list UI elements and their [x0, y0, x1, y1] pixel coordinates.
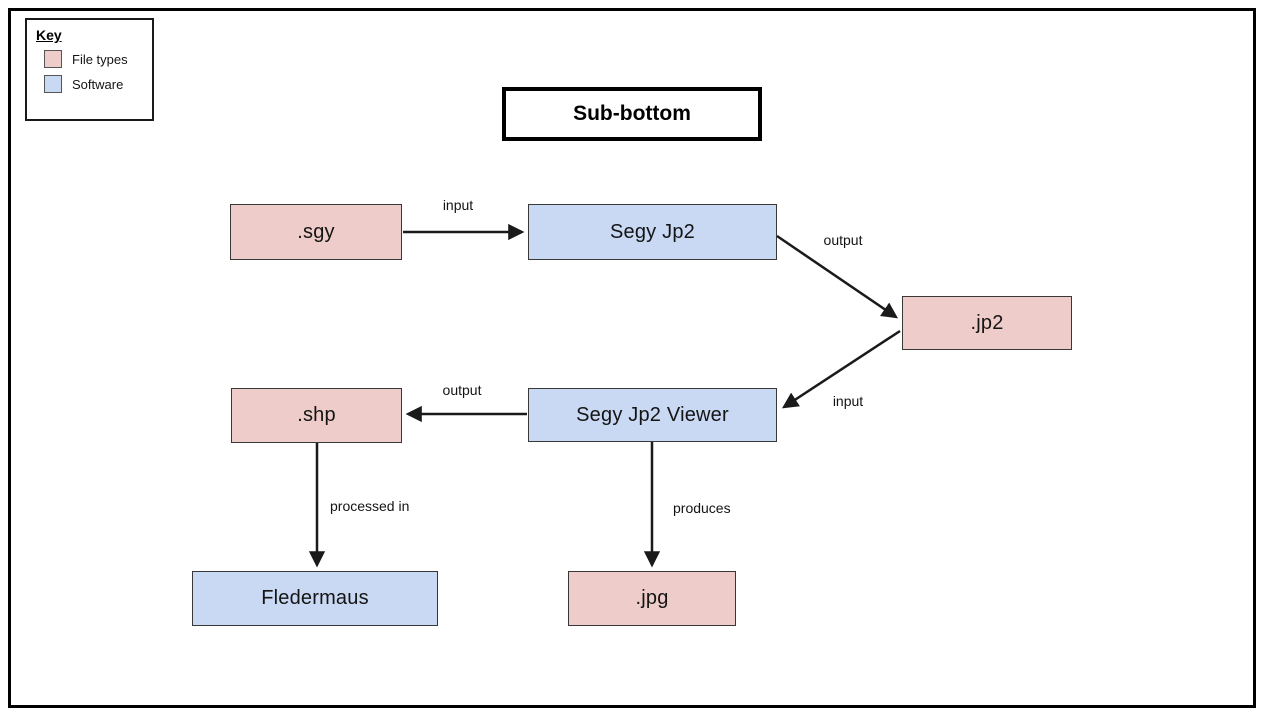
edge-label-processed-in: processed in	[330, 498, 410, 514]
edge-label-input: input	[832, 393, 864, 409]
file-types-swatch-icon	[44, 50, 62, 68]
diagram-border	[8, 8, 1256, 708]
node-jp2: .jp2	[902, 296, 1072, 350]
legend-item-software: Software	[44, 75, 152, 93]
node-segy-jp2-viewer: Segy Jp2 Viewer	[528, 388, 777, 442]
legend: Key File types Software	[25, 18, 154, 121]
node-jpg: .jpg	[568, 571, 736, 626]
diagram-title: Sub-bottom	[502, 87, 762, 141]
edge-label-output: output	[442, 382, 482, 398]
legend-item-label: Software	[72, 76, 124, 92]
node-segy-jp2: Segy Jp2	[528, 204, 777, 260]
edge-label-output: output	[823, 232, 863, 248]
legend-item-file-types: File types	[44, 50, 152, 68]
node-sgy: .sgy	[230, 204, 402, 260]
edge-label-produces: produces	[673, 500, 731, 516]
legend-item-label: File types	[72, 51, 128, 67]
edge-label-input: input	[442, 197, 474, 213]
node-fledermaus: Fledermaus	[192, 571, 438, 626]
legend-heading: Key	[36, 27, 62, 43]
node-shp: .shp	[231, 388, 402, 443]
software-swatch-icon	[44, 75, 62, 93]
